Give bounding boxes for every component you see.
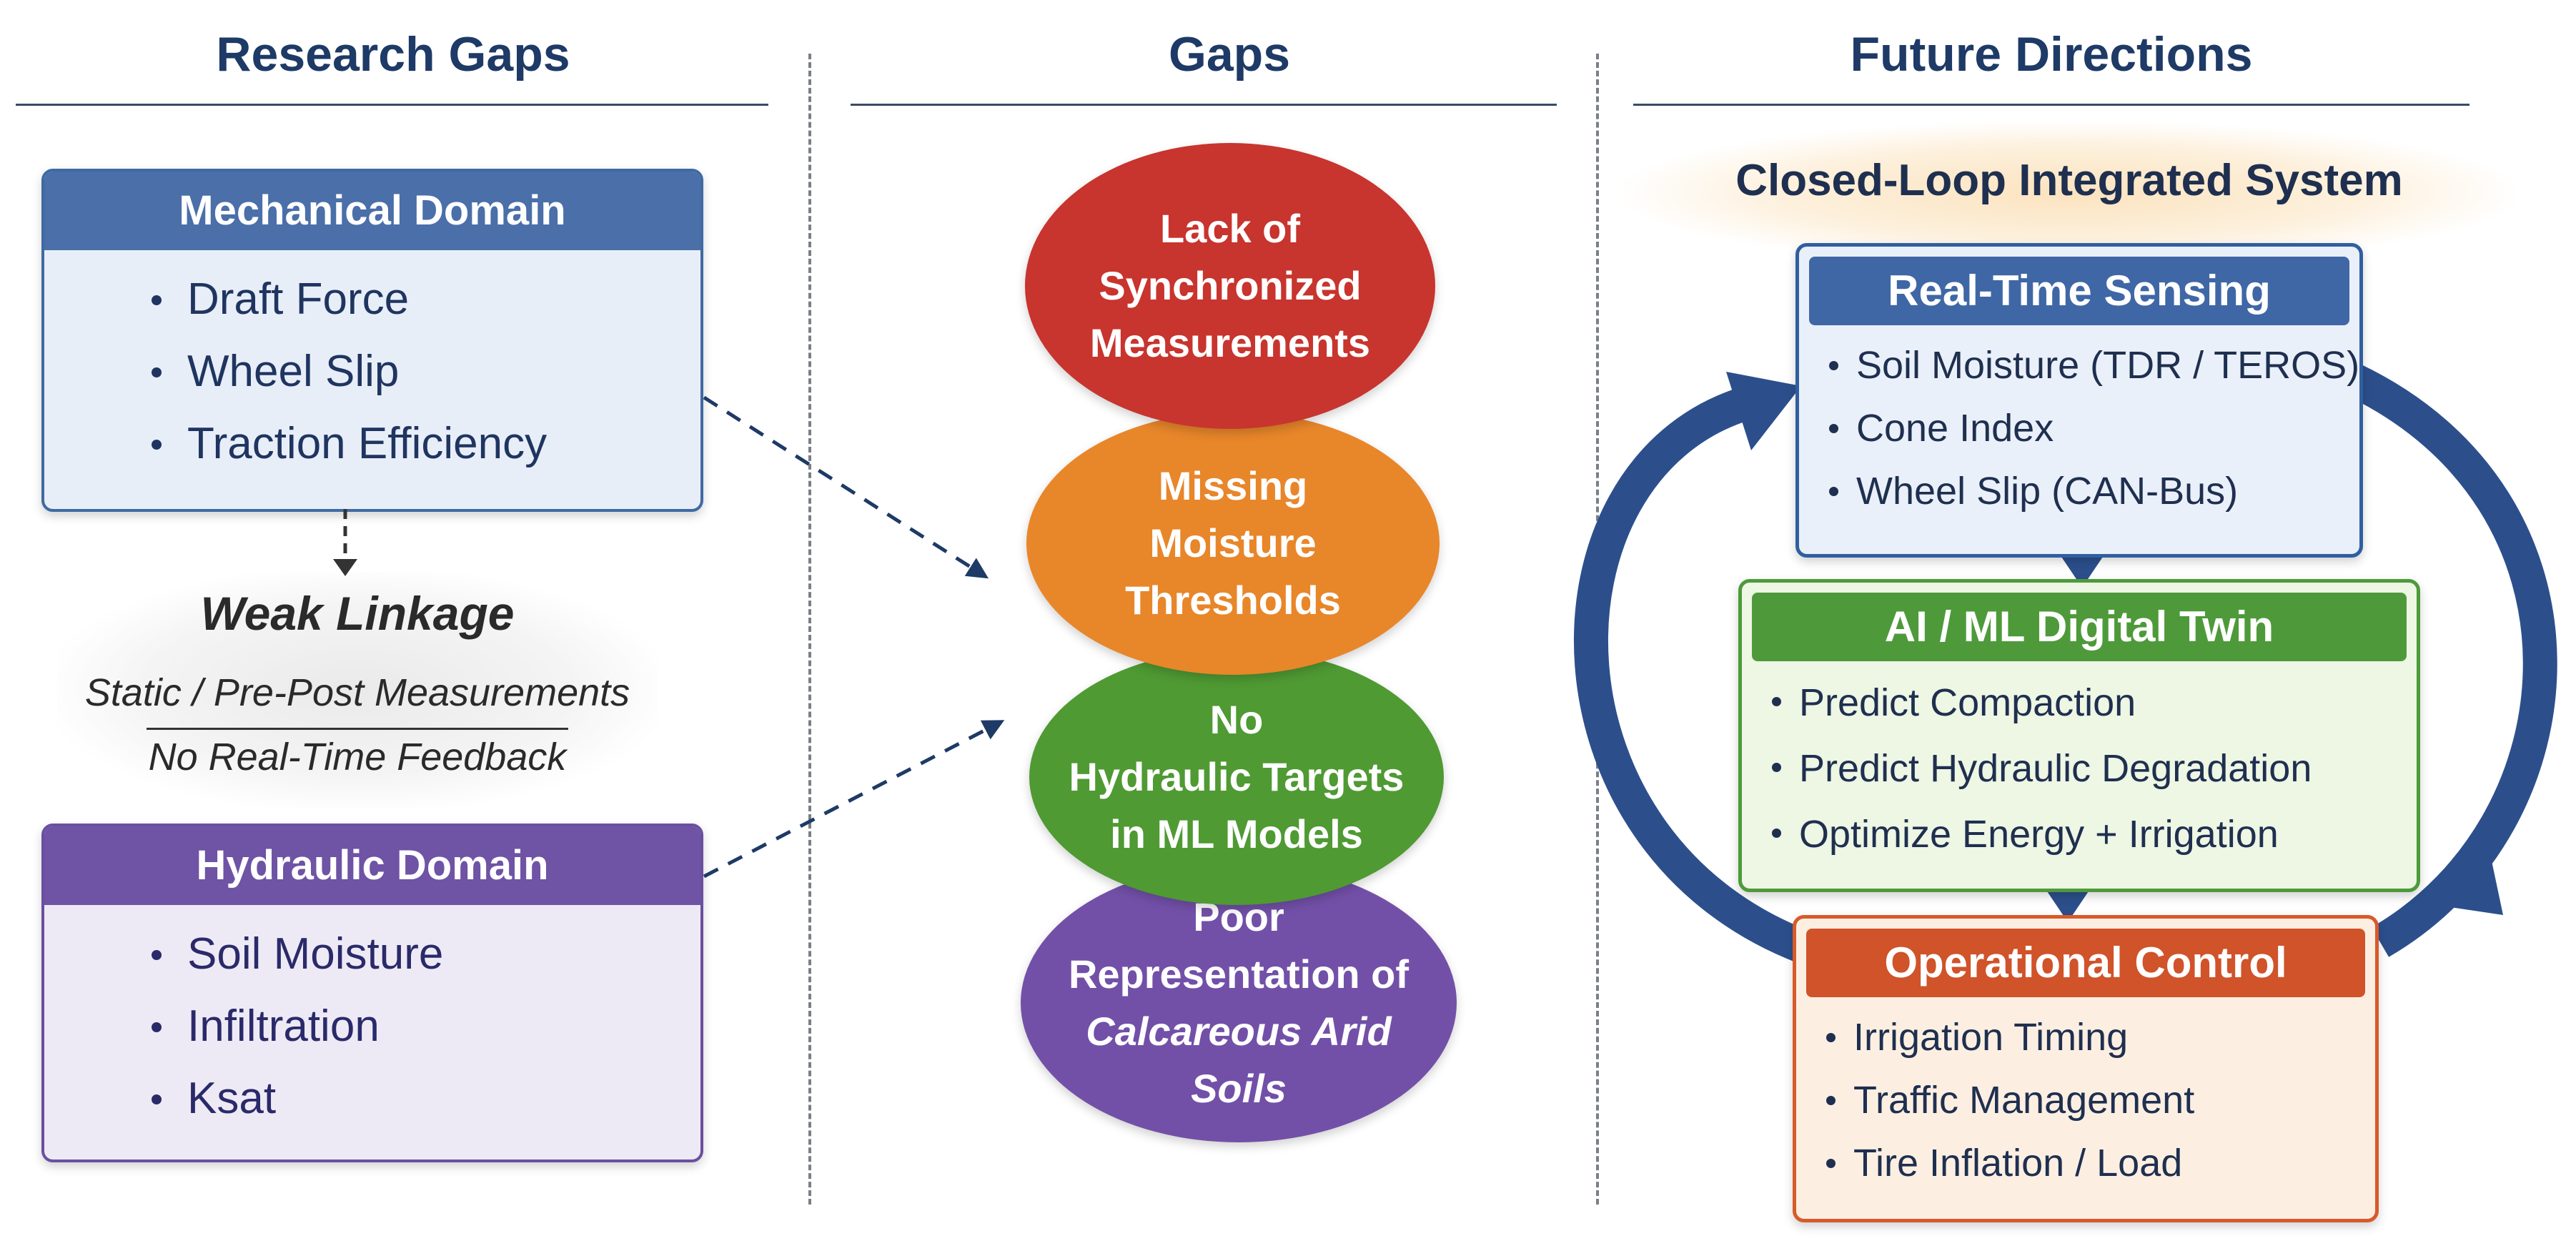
weak-linkage-arrowhead (333, 559, 357, 576)
loop-arrow-left (1574, 387, 1820, 967)
middle-heading-rule (851, 104, 1557, 106)
future-directions-heading: Future Directions (1850, 27, 2253, 81)
loop-title-glow (1623, 122, 2516, 264)
list-item: Ksat (44, 1062, 700, 1134)
list-item: Predict Hydraulic Degradation (1742, 736, 2417, 801)
gap-text-line: Synchronized (1099, 263, 1362, 308)
left-heading-rule (16, 104, 768, 106)
gap-text-line: Thresholds (1125, 578, 1341, 623)
loop-arrow-left-head (1726, 372, 1801, 450)
real-time-sensing-box: Real-Time Sensing Soil Moisture (TDR / T… (1795, 243, 2363, 558)
gap-text-line: Measurements (1089, 320, 1371, 365)
real-time-sensing-list: Soil Moisture (TDR / TEROS) Cone Index W… (1799, 334, 2359, 523)
list-item: Wheel Slip (44, 335, 700, 407)
list-item: Infiltration (44, 990, 700, 1062)
weak-linkage-line-2: No Real-Time Feedback (148, 736, 567, 778)
gap-lack-of-synchronized-measurements: Lack of Synchronized Measurements (1025, 143, 1435, 429)
weak-linkage-divider (147, 728, 568, 730)
digital-twin-list: Predict Compaction Predict Hydraulic Deg… (1742, 670, 2417, 867)
list-item: Traffic Management (1796, 1069, 2375, 1132)
left-column-divider (808, 54, 811, 1205)
list-item: Draft Force (44, 263, 700, 335)
closed-loop-title: Closed-Loop Integrated System (1735, 156, 2403, 205)
real-time-sensing-title: Real-Time Sensing (1809, 257, 2349, 325)
gap-poor-representation: Poor Representation of Calcareous Arid S… (1021, 864, 1457, 1142)
twin-to-control-arrow (2043, 885, 2093, 922)
list-item: Cone Index (1799, 397, 2359, 460)
research-gaps-heading: Research Gaps (216, 27, 570, 81)
mechanical-domain-title: Mechanical Domain (44, 172, 700, 250)
operational-control-title: Operational Control (1806, 929, 2365, 997)
gap-text-line: Moisture (1149, 520, 1317, 565)
gap-text-line: Hydraulic Targets (1069, 754, 1405, 799)
weak-linkage-title: Weak Linkage (200, 587, 515, 640)
gap-text-line: No (1209, 697, 1264, 742)
gap-text-line: Calcareous Arid Soils (1086, 1009, 1392, 1111)
list-item: Predict Compaction (1742, 670, 2417, 736)
hydraulic-domain-list: Soil Moisture Infiltration Ksat (44, 905, 700, 1134)
mechanical-domain-list: Draft Force Wheel Slip Traction Efficien… (44, 250, 700, 480)
mechanical-domain-box: Mechanical Domain Draft Force Wheel Slip… (41, 169, 703, 512)
sensing-to-twin-arrow (2057, 550, 2107, 588)
digital-twin-title: AI / ML Digital Twin (1752, 593, 2407, 661)
hydraulic-domain-box: Hydraulic Domain Soil Moisture Infiltrat… (41, 824, 703, 1162)
list-item: Soil Moisture (44, 918, 700, 990)
digital-twin-box: AI / ML Digital Twin Predict Compaction … (1738, 579, 2420, 892)
operational-control-box: Operational Control Irrigation Timing Tr… (1793, 915, 2379, 1222)
gap-text-line: in ML Models (1110, 811, 1363, 856)
list-item: Traction Efficiency (44, 407, 700, 480)
gap-missing-moisture-thresholds: Missing Moisture Thresholds (1026, 412, 1440, 675)
weak-linkage-shading (57, 572, 658, 808)
gap-no-hydraulic-targets: No Hydraulic Targets in ML Models (1029, 649, 1444, 905)
gap-text-line: Representation of (1068, 951, 1410, 997)
right-heading-rule (1633, 104, 2470, 106)
operational-control-list: Irrigation Timing Traffic Management Tir… (1796, 1006, 2375, 1195)
list-item: Irrigation Timing (1796, 1006, 2375, 1069)
gap-text-line: Missing (1158, 463, 1308, 508)
gap-text-line: Lack of (1159, 206, 1301, 251)
weak-linkage-line-1: Static / Pre-Post Measurements (84, 671, 630, 714)
mechanical-to-gaps-arrow (703, 395, 989, 579)
gaps-heading: Gaps (1168, 27, 1291, 81)
hydraulic-to-gaps-arrow (703, 720, 1005, 879)
list-item: Wheel Slip (CAN-Bus) (1799, 460, 2359, 523)
list-item: Tire Inflation / Load (1796, 1132, 2375, 1195)
hydraulic-domain-title: Hydraulic Domain (44, 826, 700, 905)
list-item: Soil Moisture (TDR / TEROS) (1799, 334, 2359, 397)
loop-arrow-right-head (2436, 841, 2503, 915)
list-item: Optimize Energy + Irrigation (1742, 801, 2417, 867)
